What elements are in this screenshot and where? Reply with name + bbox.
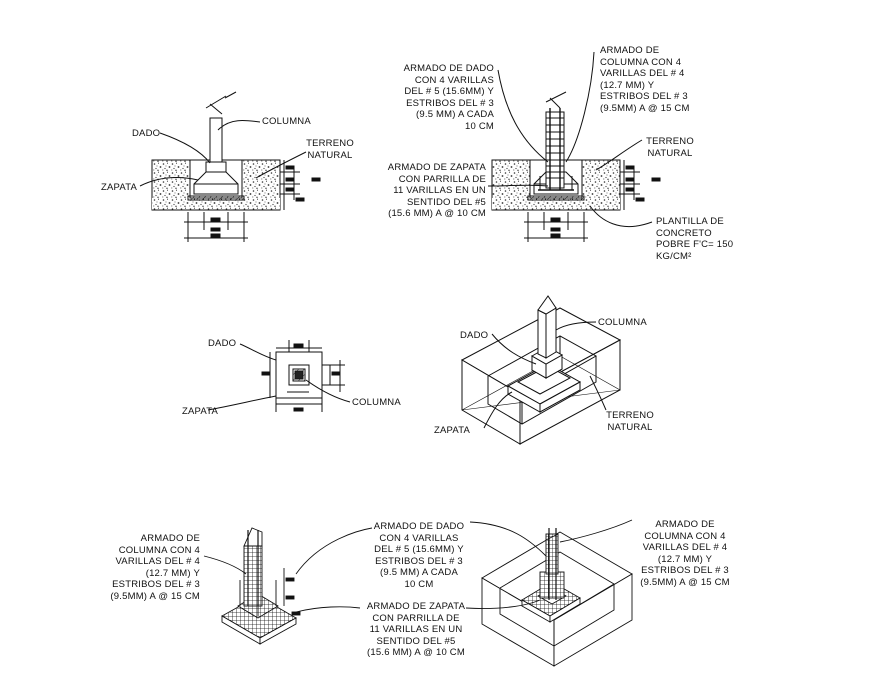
label-armado-zapata-2: ARMADO DE ZAPATA CON PARRILLA DE 11 VARI… xyxy=(387,162,486,219)
label-armado-columna-5: ARMADO DE COLUMNA CON 4 VARILLAS DEL # 4… xyxy=(110,533,200,602)
section-5-rebar-cage xyxy=(203,527,373,645)
label-armado-dado-6: ARMADO DE DADO CON 4 VARILLAS DEL # 5 (1… xyxy=(373,521,465,590)
label-armado-columna-2: ARMADO DE COLUMNA CON 4 VARILLAS DEL # 4… xyxy=(600,45,690,114)
section-1-footing xyxy=(139,91,321,242)
label-zapata-1: ZAPATA xyxy=(101,182,138,193)
label-dado-1: DADO xyxy=(132,128,161,139)
label-terreno-1: TERRENO NATURAL xyxy=(306,138,354,161)
label-armado-columna-7: ARMADO DE COLUMNA CON 4 VARILLAS DEL # 4… xyxy=(640,519,730,588)
label-armado-zapata-6: ARMADO DE ZAPATA CON PARRILLA DE 11 VARI… xyxy=(366,601,466,658)
section-3-plan-view xyxy=(207,340,351,412)
label-armado-dado-2: ARMADO DE DADO CON 4 VARILLAS DEL # 5 (1… xyxy=(403,63,494,132)
label-columna-3: COLUMNA xyxy=(352,397,401,408)
label-terreno-4: TERRENO NATURAL xyxy=(606,410,654,433)
label-zapata-3: ZAPATA xyxy=(182,406,219,417)
section-2-reinforced-footing xyxy=(487,51,661,242)
label-terreno-2: TERRENO NATURAL xyxy=(646,136,694,159)
label-zapata-4: ZAPATA xyxy=(434,425,471,436)
section-4-isometric-view xyxy=(460,295,622,445)
label-dado-3: DADO xyxy=(208,338,237,349)
label-columna-1: COLUMNA xyxy=(262,116,311,127)
label-dado-4: DADO xyxy=(460,330,489,341)
label-columna-4: COLUMNA xyxy=(598,317,647,328)
label-plantilla-2: PLANTILLA DE CONCRETO POBRE F'C= 150 KG/… xyxy=(656,216,734,262)
section-6-isometric-cage-pit xyxy=(465,519,633,667)
